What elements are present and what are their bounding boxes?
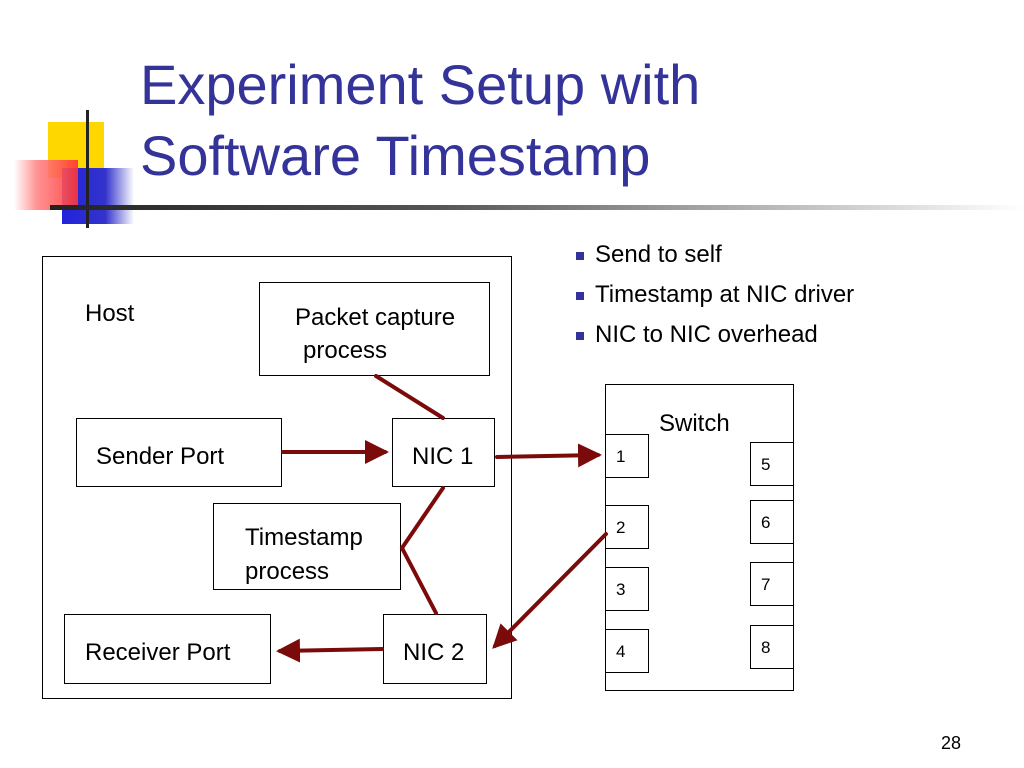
bullet-square-icon — [576, 252, 584, 260]
switch-port-5: 5 — [750, 442, 794, 486]
slide-title-line-2: Software Timestamp — [140, 124, 651, 187]
sender-port-label: Sender Port — [96, 443, 225, 470]
timestamp-label-line-1: Timestamp — [245, 524, 363, 551]
switch-port-1: 1 — [605, 434, 649, 478]
nic1-to-switch-arrow — [495, 443, 602, 468]
vertical-bar — [86, 110, 89, 228]
receiver-port-box — [64, 614, 271, 684]
switch-to-nic2-arrow — [492, 532, 608, 649]
nic1-to-timestamp-line — [400, 486, 445, 550]
page-number: 28 — [941, 733, 962, 753]
timestamp-process-box — [213, 503, 401, 590]
red-square — [14, 160, 78, 210]
switch-port-8: 8 — [750, 625, 794, 669]
packet-capture-label-line-2: process — [303, 337, 388, 364]
switch-port-6: 6 — [750, 500, 794, 544]
bullet-item: Timestamp at NIC driver — [576, 278, 854, 318]
slide-title-line-1: Experiment Setup with — [140, 53, 701, 116]
capture-to-nic1-line — [374, 374, 445, 420]
packet-capture-box — [259, 282, 490, 376]
switch-port-2: 2 — [605, 505, 649, 549]
bullet-item: Send to self — [576, 238, 854, 278]
bullet-square-icon — [576, 292, 584, 300]
timestamp-label-line-2: process — [245, 558, 330, 585]
nic1-box — [392, 418, 495, 487]
nic2-box — [383, 614, 487, 684]
bullet-item: NIC to NIC overhead — [576, 318, 854, 358]
nic2-to-receiver-arrow — [276, 638, 384, 663]
receiver-port-label: Receiver Port — [85, 639, 231, 666]
switch-label: Switch — [659, 410, 730, 437]
host-label: Host — [85, 300, 135, 327]
nic2-label: NIC 2 — [403, 639, 465, 666]
switch-port-7: 7 — [750, 562, 794, 606]
title-underline — [50, 205, 1024, 210]
bullet-list: Send to self Timestamp at NIC driver NIC… — [576, 238, 854, 358]
packet-capture-label-line-1: Packet capture — [295, 304, 456, 331]
timestamp-to-nic2-line — [400, 546, 438, 615]
switch-port-3: 3 — [605, 567, 649, 611]
bullet-square-icon — [576, 332, 584, 340]
decorative-squares — [0, 100, 140, 230]
nic1-label: NIC 1 — [412, 443, 474, 470]
switch-port-4: 4 — [605, 629, 649, 673]
